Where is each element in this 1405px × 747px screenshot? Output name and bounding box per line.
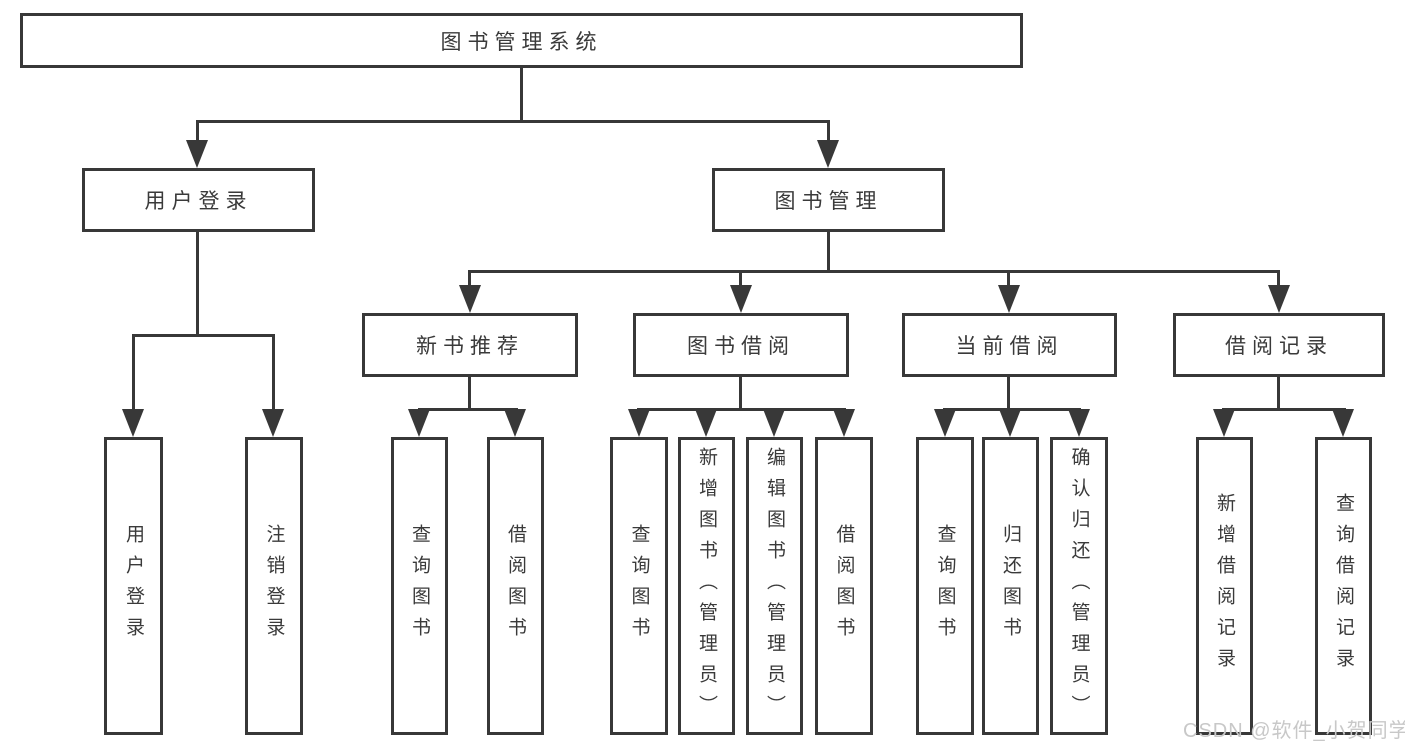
connector-vline	[1277, 377, 1280, 410]
connector-vline	[132, 334, 135, 411]
arrowhead-down-icon	[763, 409, 785, 437]
connector-vline	[520, 68, 523, 122]
node-book-management: 图书管理	[712, 168, 945, 232]
leaf-current-query-book: 查询图书	[916, 437, 974, 735]
connector-hline	[1222, 408, 1346, 411]
arrowhead-down-icon	[122, 409, 144, 437]
connector-hline	[468, 270, 1280, 273]
node-current-borrow: 当前借阅	[902, 313, 1117, 377]
node-label: 新书推荐	[416, 335, 524, 358]
arrowhead-down-icon	[695, 409, 717, 437]
node-label: 用户登录	[123, 524, 144, 648]
leaf-newbook-query-book: 查询图书	[391, 437, 448, 735]
leaf-logout: 注销登录	[245, 437, 303, 735]
arrowhead-down-icon	[833, 409, 855, 437]
node-borrow-records: 借阅记录	[1173, 313, 1385, 377]
node-label: 查询图书	[628, 524, 650, 648]
connector-vline	[739, 270, 742, 287]
leaf-records-query-record: 查询借阅记录	[1315, 437, 1372, 735]
connector-vline	[468, 377, 471, 410]
node-label: 注销登录	[263, 524, 285, 648]
leaf-borrow-edit-book-admin: 编辑图书（管理员）	[746, 437, 803, 735]
node-label: 图书借阅	[687, 335, 795, 358]
node-label: 借阅记录	[1225, 335, 1333, 358]
leaf-user-login: 用户登录	[104, 437, 163, 735]
arrowhead-down-icon	[817, 140, 839, 168]
leaf-newbook-borrow-book: 借阅图书	[487, 437, 544, 735]
node-label: 新增借阅记录	[1214, 493, 1235, 679]
arrowhead-down-icon	[998, 285, 1020, 313]
connector-hline	[132, 334, 275, 337]
leaf-borrow-borrow-book: 借阅图书	[815, 437, 873, 735]
arrowhead-down-icon	[504, 409, 526, 437]
arrowhead-down-icon	[1268, 285, 1290, 313]
node-label: 确认归还（管理员）	[1068, 446, 1090, 726]
connector-vline	[1007, 377, 1010, 410]
arrowhead-down-icon	[459, 285, 481, 313]
connector-vline	[196, 232, 199, 336]
node-user-login: 用户登录	[82, 168, 315, 232]
node-label: 借阅图书	[505, 524, 526, 648]
node-label: 归还图书	[1000, 524, 1021, 648]
node-new-book-recommend: 新书推荐	[362, 313, 578, 377]
connector-vline	[1277, 270, 1280, 287]
leaf-current-return-book: 归还图书	[982, 437, 1039, 735]
node-label: 查询图书	[934, 524, 956, 648]
arrowhead-down-icon	[628, 409, 650, 437]
node-label: 编辑图书（管理员）	[764, 446, 785, 726]
node-label: 当前借阅	[955, 335, 1064, 358]
connector-hline	[196, 120, 830, 123]
node-label: 用户登录	[144, 190, 253, 213]
arrowhead-down-icon	[934, 409, 956, 437]
arrowhead-down-icon	[262, 409, 284, 437]
connector-vline	[739, 377, 742, 410]
connector-vline	[827, 120, 830, 142]
connector-hline	[637, 408, 846, 411]
arrowhead-down-icon	[1213, 409, 1235, 437]
connector-vline	[196, 120, 199, 142]
arrowhead-down-icon	[408, 409, 430, 437]
node-root: 图书管理系统	[20, 13, 1023, 68]
leaf-current-confirm-return-admin: 确认归还（管理员）	[1050, 437, 1108, 735]
node-label: 新增图书（管理员）	[696, 446, 717, 726]
arrowhead-down-icon	[999, 409, 1021, 437]
node-label: 查询借阅记录	[1333, 493, 1354, 679]
connector-vline	[272, 334, 275, 411]
leaf-records-add-record: 新增借阅记录	[1196, 437, 1253, 735]
connector-vline	[468, 270, 471, 287]
node-label: 图书管理	[774, 190, 883, 213]
watermark-text: CSDN @软件_小贺同学	[1183, 720, 1405, 742]
connector-vline	[1007, 270, 1010, 287]
arrowhead-down-icon	[186, 140, 208, 168]
node-label: 借阅图书	[833, 524, 855, 648]
connector-vline	[827, 232, 830, 272]
leaf-borrow-query-book: 查询图书	[610, 437, 668, 735]
leaf-borrow-add-book-admin: 新增图书（管理员）	[678, 437, 735, 735]
arrowhead-down-icon	[1068, 409, 1090, 437]
node-book-borrow: 图书借阅	[633, 313, 849, 377]
arrowhead-down-icon	[1332, 409, 1354, 437]
node-label: 查询图书	[409, 524, 430, 648]
connector-hline	[418, 408, 518, 411]
arrowhead-down-icon	[730, 285, 752, 313]
node-label: 图书管理系统	[440, 30, 603, 54]
